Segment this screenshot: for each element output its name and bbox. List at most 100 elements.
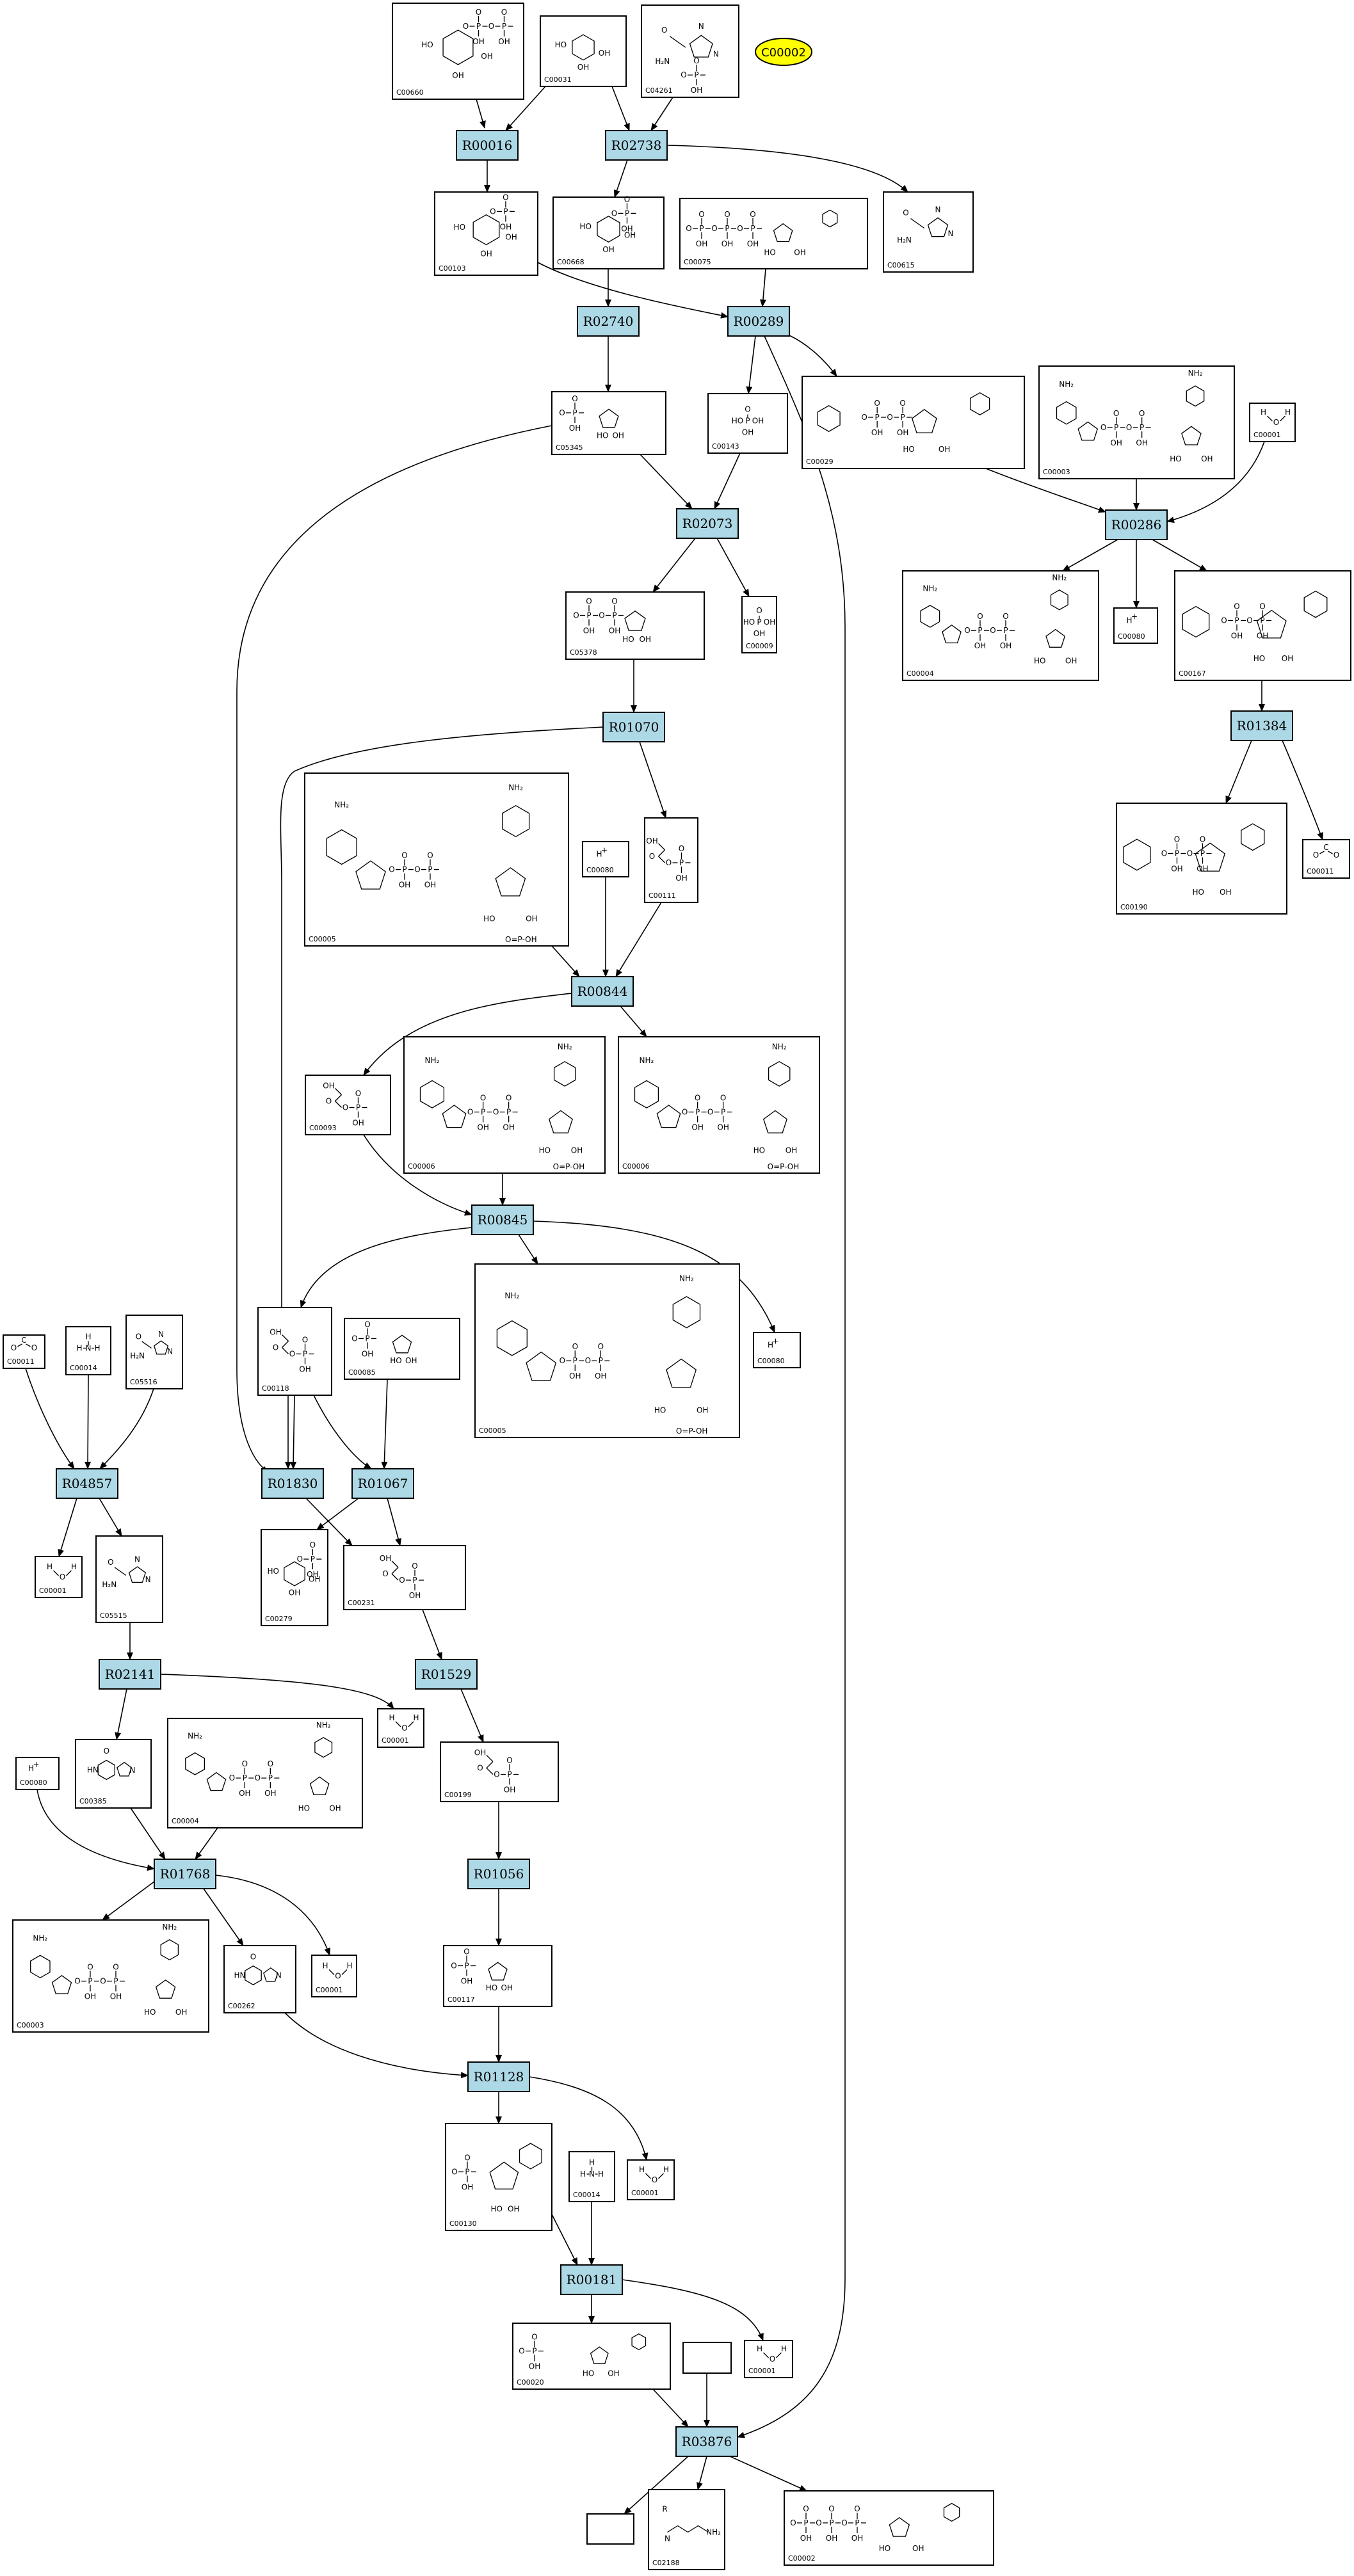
- reaction-r01067[interactable]: R01067: [351, 1468, 414, 1499]
- svg-text:H: H: [1126, 616, 1132, 625]
- reaction-r01529[interactable]: R01529: [415, 1659, 478, 1690]
- svg-text:P: P: [829, 2518, 834, 2527]
- reaction-r04857[interactable]: R04857: [56, 1468, 118, 1499]
- reaction-r00016[interactable]: R00016: [456, 130, 519, 161]
- svg-text:O: O: [273, 1343, 278, 1352]
- svg-text:O: O: [624, 195, 630, 204]
- svg-text:O: O: [1174, 835, 1180, 844]
- reaction-r00845[interactable]: R00845: [471, 1204, 534, 1235]
- reaction-r01128[interactable]: R01128: [467, 2061, 530, 2092]
- svg-text:O: O: [599, 611, 604, 620]
- highlighted-compound[interactable]: C00002: [755, 38, 812, 66]
- svg-text:P: P: [1175, 849, 1179, 858]
- edge-c00031-r02738: [611, 86, 630, 131]
- reaction-r02740[interactable]: R02740: [577, 306, 640, 337]
- proton-structure-icon: H+: [768, 1337, 779, 1350]
- svg-text:P: P: [573, 1356, 577, 1365]
- reaction-r00181[interactable]: R00181: [560, 2264, 623, 2295]
- reaction-r01070[interactable]: R01070: [602, 712, 665, 742]
- svg-text:NH₂: NH₂: [1188, 369, 1203, 378]
- compound-c00080[interactable]: H+C00080: [582, 841, 629, 877]
- reaction-r03876[interactable]: R03876: [675, 2426, 738, 2457]
- compound-label: C00011: [7, 1357, 35, 1366]
- compound-placeholder[interactable]: [586, 2513, 634, 2545]
- compound-label: C04261: [645, 86, 673, 95]
- svg-text:HO: HO: [732, 417, 743, 426]
- reaction-box: [676, 508, 739, 539]
- reaction-r02738[interactable]: R02738: [605, 130, 668, 161]
- compound-placeholder[interactable]: [682, 2342, 732, 2374]
- compound-label: C00615: [887, 261, 915, 269]
- reaction-r00286[interactable]: R00286: [1105, 509, 1168, 540]
- reaction-r02073[interactable]: R02073: [676, 508, 739, 539]
- reaction-r02141[interactable]: R02141: [99, 1659, 161, 1690]
- reaction-label: R01830: [268, 1476, 318, 1491]
- reaction-r01384[interactable]: R01384: [1230, 710, 1293, 741]
- svg-text:O: O: [816, 2518, 821, 2527]
- reaction-r00844[interactable]: R00844: [571, 976, 634, 1007]
- svg-text:O: O: [745, 405, 750, 414]
- reaction-r00289[interactable]: R00289: [727, 306, 790, 337]
- compound-c00080[interactable]: H+C00080: [1113, 607, 1158, 644]
- svg-text:O: O: [560, 1356, 565, 1365]
- compound-c00080[interactable]: H+C00080: [15, 1757, 60, 1790]
- reaction-r01830[interactable]: R01830: [261, 1468, 324, 1499]
- svg-text:O: O: [364, 1320, 370, 1329]
- svg-text:O: O: [399, 1576, 405, 1585]
- svg-text:O: O: [1273, 418, 1279, 427]
- reaction-r01056[interactable]: R01056: [467, 1859, 530, 1889]
- reaction-r01768[interactable]: R01768: [154, 1859, 216, 1889]
- svg-text:OH: OH: [481, 52, 492, 61]
- compound-c00080[interactable]: H+C00080: [753, 1332, 801, 1368]
